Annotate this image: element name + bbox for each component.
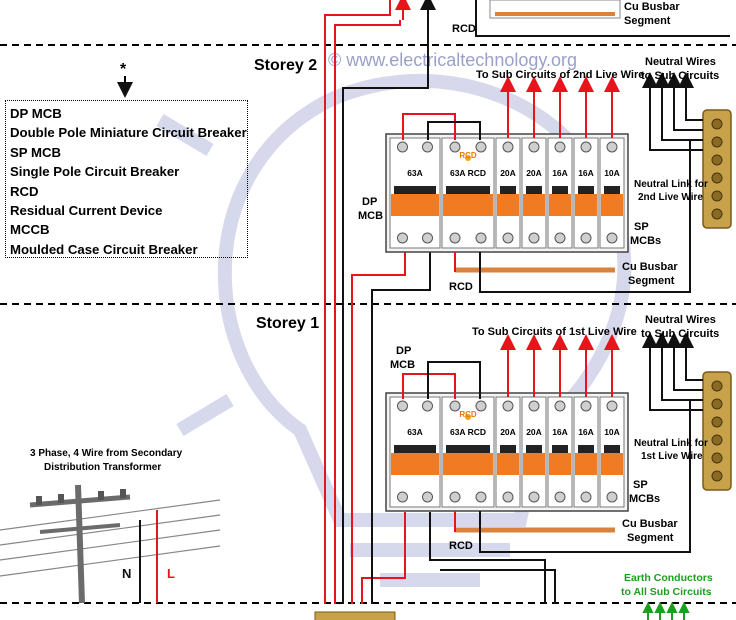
legend-line: Residual Current Device bbox=[10, 203, 163, 219]
riser-wires bbox=[324, 0, 556, 604]
panel2-neutral-link-label-2: 2nd Live Wire bbox=[638, 192, 703, 203]
panel1-subcircuits-label: To Sub Circuits of 1st Live Wire bbox=[472, 326, 637, 338]
link-screw-icon bbox=[711, 172, 723, 184]
panel1-dp-mcb-label-2: MCB bbox=[390, 359, 415, 371]
link-screw-icon bbox=[711, 190, 723, 202]
legend-line: SP MCB bbox=[10, 144, 62, 160]
watermark-text: © www.electricaltechnology.org bbox=[328, 50, 577, 70]
top-rcd-label: RCD bbox=[452, 23, 476, 35]
panel2-neutral-wires-label-2: to Sub Circuits bbox=[641, 70, 719, 82]
sp-mcb-module: 20A bbox=[521, 396, 547, 508]
legend-line: Moulded Case Circuit Breaker bbox=[10, 241, 198, 257]
breaker-rating-label: 20A bbox=[526, 168, 542, 178]
storey-2-label: Storey 2 bbox=[254, 57, 317, 74]
earth-caption-1: Earth Conductors bbox=[624, 572, 713, 584]
sp-mcb-module: 20A bbox=[495, 137, 521, 249]
link-screw-icon bbox=[711, 398, 723, 410]
top-busbar-label-2: Segment bbox=[624, 15, 671, 27]
panel1-rcd-bottom-label: RCD bbox=[449, 540, 473, 552]
sp-mcb-module: 10A bbox=[599, 137, 625, 249]
panel-storey3-fragment: RCD Cu Busbar Segment bbox=[395, 0, 730, 37]
legend-line: MCCB bbox=[10, 222, 50, 238]
panel1-neutral-wires-label-2: to Sub Circuits bbox=[641, 328, 719, 340]
breaker-rating-label: 63A bbox=[407, 168, 423, 178]
panel1-neutral-link-label-2: 1st Live Wire bbox=[641, 451, 703, 462]
dp-mcb-module: 63A bbox=[389, 396, 441, 508]
breaker-rating-label: 63A RCD bbox=[450, 427, 486, 437]
panel2-sp-label-2: MCBs bbox=[630, 235, 661, 247]
legend-line: RCD bbox=[10, 183, 39, 199]
breaker-rating-label: 63A bbox=[407, 427, 423, 437]
sp-mcb-module: 16A bbox=[547, 137, 573, 249]
sp-mcb-module: 10A bbox=[599, 396, 625, 508]
panel2-busbar-label-2: Segment bbox=[628, 275, 675, 287]
storey-1-label: Storey 1 bbox=[256, 315, 319, 332]
panel2-neutral-wires-label-1: Neutral Wires bbox=[645, 56, 716, 68]
earth-caption-2: to All Sub Circuits bbox=[621, 586, 712, 598]
transformer-caption-1: 3 Phase, 4 Wire from Secondary bbox=[30, 448, 183, 459]
link-screw-icon bbox=[711, 470, 723, 482]
neutral-link-2 bbox=[702, 109, 732, 229]
panel2-rcd-bottom-label: RCD bbox=[449, 281, 473, 293]
panel-storey2: 63A 63A RCD 20A 20A 16A 16A 10A RCD To Sub Circ… bbox=[358, 56, 732, 293]
panel2-neutral-link-label-1: Neutral Link for bbox=[634, 179, 708, 190]
panel1-dp-mcb-label-1: DP bbox=[396, 345, 411, 357]
sp-mcb-module: 16A bbox=[573, 137, 599, 249]
panel1-neutral-wires-label-1: Neutral Wires bbox=[645, 314, 716, 326]
neutral-label: N bbox=[122, 566, 131, 581]
rcd-module-label: RCD bbox=[459, 410, 477, 419]
panel1-sp-label-2: MCBs bbox=[629, 493, 660, 505]
legend-asterisk: * bbox=[120, 61, 127, 78]
top-busbar-label-1: Cu Busbar bbox=[624, 1, 680, 13]
breaker-rating-label: 63A RCD bbox=[450, 168, 486, 178]
legend-line: Single Pole Circuit Breaker bbox=[10, 164, 180, 180]
neutral-link-1 bbox=[702, 371, 732, 491]
earth-conductors: Earth Conductors to All Sub Circuits bbox=[314, 572, 713, 620]
rcd-module: 63A RCD bbox=[441, 396, 495, 508]
breaker-rating-label: 10A bbox=[604, 427, 620, 437]
panel2-sp-label-1: SP bbox=[634, 221, 649, 233]
panel2-subcircuits-label: To Sub Circuits of 2nd Live Wire bbox=[476, 69, 644, 81]
sp-mcb-module: 16A bbox=[573, 396, 599, 508]
rcd-module: 63A RCD bbox=[441, 137, 495, 249]
panel2-dp-mcb-label-1: DP bbox=[362, 196, 377, 208]
sp-mcb-module: 16A bbox=[547, 396, 573, 508]
breaker-rating-label: 20A bbox=[500, 427, 516, 437]
legend-line: Double Pole Miniature Circuit Breaker bbox=[10, 125, 247, 141]
panel1-busbar-label-2: Segment bbox=[627, 532, 674, 544]
panel1-busbar-label-1: Cu Busbar bbox=[622, 518, 678, 530]
dp-mcb-module: 63A bbox=[389, 137, 441, 249]
link-screw-icon bbox=[711, 380, 723, 392]
live-label: L bbox=[167, 566, 175, 581]
link-screw-icon bbox=[711, 118, 723, 130]
breaker-rating-label: 16A bbox=[552, 427, 568, 437]
sp-mcb-module: 20A bbox=[495, 396, 521, 508]
link-screw-icon bbox=[711, 208, 723, 220]
breaker-rating-label: 16A bbox=[578, 168, 594, 178]
link-screw-icon bbox=[711, 136, 723, 148]
rcd-module-label: RCD bbox=[459, 151, 477, 160]
panel1-sp-label-1: SP bbox=[633, 479, 648, 491]
breaker-rating-label: 20A bbox=[526, 427, 542, 437]
link-screw-icon bbox=[711, 452, 723, 464]
link-screw-icon bbox=[711, 154, 723, 166]
panel2-dp-mcb-label-2: MCB bbox=[358, 210, 383, 222]
transformer-caption-2: Distribution Transformer bbox=[44, 462, 161, 473]
link-screw-icon bbox=[711, 416, 723, 428]
abbreviation-legend: DP MCB Double Pole Miniature Circuit Bre… bbox=[5, 100, 248, 258]
panel1-neutral-link-label-1: Neutral Link for bbox=[634, 438, 708, 449]
sp-mcb-module: 20A bbox=[521, 137, 547, 249]
breaker-rating-label: 16A bbox=[578, 427, 594, 437]
panel-storey1: 63A 63A RCD 20A 20A 16A 16A 10A RCD To Sub Circ… bbox=[385, 314, 732, 553]
pole-shaft bbox=[75, 484, 85, 604]
legend-line: DP MCB bbox=[10, 106, 62, 121]
utility-pole: 3 Phase, 4 Wire from Secondary Distribut… bbox=[0, 448, 221, 604]
panel2-busbar-label-1: Cu Busbar bbox=[622, 261, 678, 273]
breaker-rating-label: 16A bbox=[552, 168, 568, 178]
breaker-rating-label: 10A bbox=[604, 168, 620, 178]
breaker-rating-label: 20A bbox=[500, 168, 516, 178]
link-screw-icon bbox=[711, 434, 723, 446]
